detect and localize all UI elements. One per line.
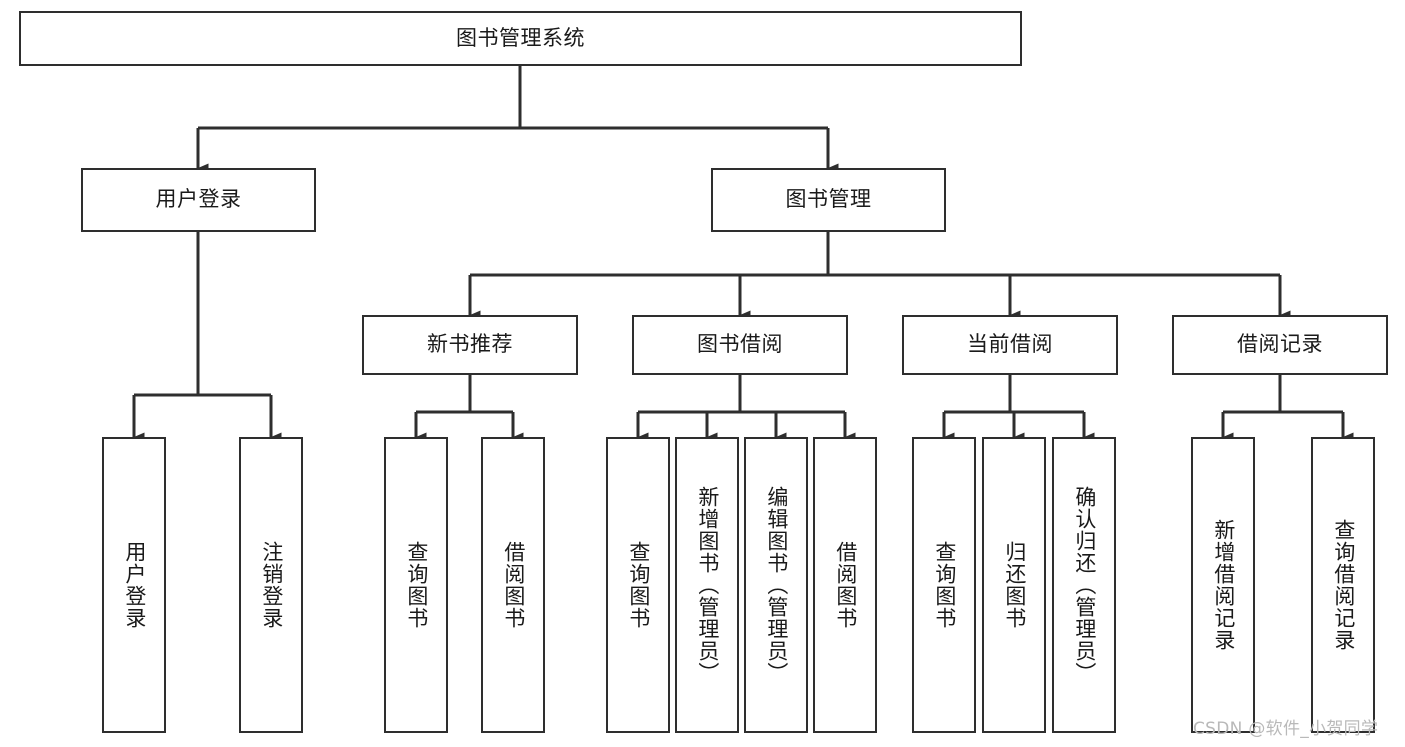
node-leaf-8[interactable]: 查询图书 [912,437,976,733]
node-label: 当前借阅 [967,332,1053,357]
node-level2-1[interactable]: 图书管理 [711,168,946,232]
node-label: 图书借阅 [697,332,783,357]
node-label: 查询图书 [932,541,957,629]
node-label: 注销登录 [259,541,284,629]
node-label: 查询图书 [626,541,651,629]
node-label: 借阅记录 [1237,332,1323,357]
node-leaf-3[interactable]: 借阅图书 [481,437,545,733]
node-label: 借阅图书 [501,541,526,629]
node-label: 确认归还（管理员） [1072,486,1097,684]
node-label: 新增图书（管理员） [695,486,720,684]
node-leaf-10[interactable]: 确认归还（管理员） [1052,437,1116,733]
node-leaf-0[interactable]: 用户登录 [102,437,166,733]
node-label: 编辑图书（管理员） [764,486,789,684]
node-leaf-12[interactable]: 查询借阅记录 [1311,437,1375,733]
node-level3-2[interactable]: 当前借阅 [902,315,1118,375]
node-leaf-1[interactable]: 注销登录 [239,437,303,733]
node-root-book-management-system[interactable]: 图书管理系统 [19,11,1022,66]
node-level2-0[interactable]: 用户登录 [81,168,316,232]
node-leaf-9[interactable]: 归还图书 [982,437,1046,733]
node-label: 归还图书 [1002,541,1027,629]
node-leaf-7[interactable]: 借阅图书 [813,437,877,733]
node-label: 新增借阅记录 [1211,519,1236,651]
node-leaf-11[interactable]: 新增借阅记录 [1191,437,1255,733]
node-label: 图书管理 [785,187,872,212]
node-level3-3[interactable]: 借阅记录 [1172,315,1388,375]
node-leaf-5[interactable]: 新增图书（管理员） [675,437,739,733]
connectors [132,66,1354,442]
node-label: 查询图书 [404,541,429,629]
node-label: 借阅图书 [833,541,858,629]
node-level3-0[interactable]: 新书推荐 [362,315,578,375]
node-leaf-6[interactable]: 编辑图书（管理员） [744,437,808,733]
node-label: 图书管理系统 [456,25,585,50]
node-label: 用户登录 [122,541,147,629]
node-level3-1[interactable]: 图书借阅 [632,315,848,375]
node-label: 新书推荐 [427,332,513,357]
node-label: 用户登录 [155,187,242,212]
node-leaf-2[interactable]: 查询图书 [384,437,448,733]
node-leaf-4[interactable]: 查询图书 [606,437,670,733]
node-label: 查询借阅记录 [1331,519,1356,651]
